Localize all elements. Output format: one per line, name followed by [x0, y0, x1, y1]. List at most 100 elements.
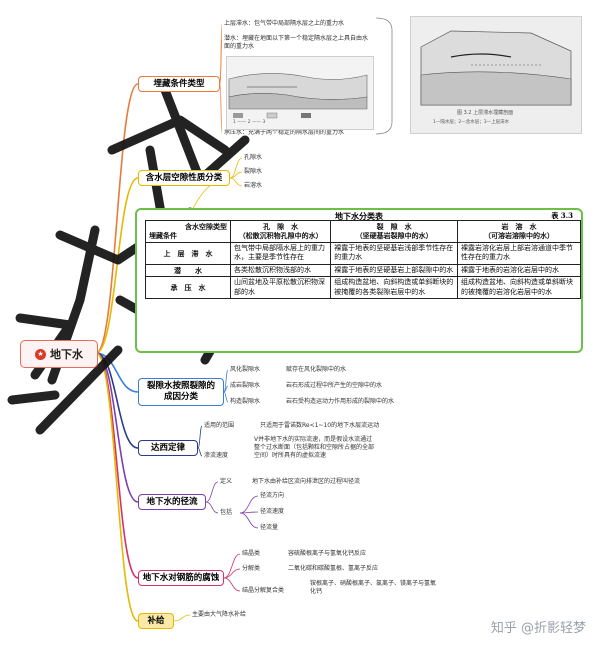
leaf-connector [239, 512, 259, 529]
zhihu-watermark: 知乎 @折影轻梦 [490, 621, 586, 636]
table-cell: 裸露岩溶化岩层上部岩溶通道中季节性存在的重力水 [457, 241, 581, 265]
table-number: 表 3.3 [551, 211, 573, 220]
leaf-connector [223, 553, 241, 579]
table-corner-header: 含水空隙类型 埋藏条件 [145, 220, 231, 243]
branch-connector [95, 177, 139, 354]
table-cell: 裸露于地表的坚硬基岩浅部季节性存在的重力水 [330, 241, 459, 265]
karst-water-item: 岩溶水 [244, 182, 263, 189]
burial-figure-legend: 1 —— 2 —— 3 [233, 120, 266, 125]
burial-section-figure: 1 —— 2 —— 3 [226, 56, 374, 130]
column-header: 岩 溶 水 （可溶岩溶隙中的水） [457, 220, 581, 243]
tectonic-fissure-desc: 岩石受构造运动力作用形成的裂隙中的水 [286, 398, 395, 405]
composite-type-name: 结晶分解复合类 [242, 587, 285, 594]
diagenetic-fissure-desc: 岩石形成过程中所产生的空隙中的水 [286, 382, 383, 389]
leaf-connector [205, 481, 219, 503]
branch-darcy-law[interactable]: 达西定律 [138, 440, 198, 456]
table-title: 地下水分类表 [335, 211, 383, 221]
corner-top: 含水空隙类型 [185, 222, 227, 231]
runoff-includes-name: 包括 [220, 509, 233, 516]
column-header: 孔 隙 水 （松散沉积物孔隙中的水） [229, 220, 332, 243]
leaf-connector [219, 39, 223, 85]
figure-bracket [375, 17, 393, 135]
branch-label: 裂隙水按照裂隙的成因分类 [146, 381, 215, 402]
table-cell: 山间盆地及平原松散沉积物深部的水 [229, 276, 332, 300]
groundwater-classification-table: 含水空隙类型 埋藏条件 孔 隙 水 （松散沉积物孔隙中的水） 裂 隙 水 （坚硬… [145, 220, 581, 300]
burial-confined-water: 承压水：充满于两个稳定的隔水层间的重力水 [224, 129, 345, 136]
leaf-connector [223, 568, 241, 579]
branch-label: 补给 [147, 615, 165, 626]
pore-water-item: 孔隙水 [244, 154, 263, 161]
darcy-scope-desc: 只适用于雷诺数Re<1~10的地下水层流运动 [260, 422, 380, 429]
darcy-scope-name: 适用的范围 [204, 422, 235, 429]
leaf-connector [197, 447, 203, 457]
cross-section-figure [228, 73, 368, 119]
leaf-connector [205, 501, 219, 514]
root-label: 地下水 [50, 348, 83, 361]
perched-water-section [420, 30, 572, 106]
leaf-connector [239, 495, 259, 514]
branch-connector [95, 352, 139, 449]
leaf-connector [219, 83, 223, 134]
branch-corrosion[interactable]: 地下水对钢筋的腐蚀 [138, 570, 224, 586]
row-header: 上 层 滞 水 [145, 241, 231, 265]
weathering-fissure-desc: 赋存在风化裂隙中的水 [286, 366, 347, 373]
runoff-speed-item: 径流速度 [260, 508, 285, 515]
perched-figure-caption: 图 3.2 上层滞水埋藏剖面 [457, 110, 514, 116]
corner-bottom: 埋藏条件 [149, 231, 177, 241]
star-badge-icon: ★ [35, 348, 46, 360]
runoff-definition-name: 定义 [220, 478, 233, 485]
runoff-definition-desc: 地下水由补给区流向排泄区的过程叫径流 [252, 478, 361, 485]
darcy-velocity-desc: V并非地下水的实际流速，而是假设水流通过整个过水断面（包括颗粒和空隙所占据的全部… [254, 436, 375, 459]
branch-label: 含水层空隙性质分类 [145, 172, 223, 183]
groundwater-classification-panel: 地下水分类表 表 3.3 含水空隙类型 埋藏条件 孔 隙 水 （松散沉积物孔隙中… [135, 208, 583, 353]
branch-fissure-genesis[interactable]: 裂隙水按照裂隙的成因分类 [138, 378, 224, 406]
row-header: 潜 水 [145, 263, 231, 278]
branch-connector [95, 352, 139, 579]
branch-pore-type[interactable]: 含水层空隙性质分类 [138, 170, 230, 186]
table-cell: 裸露于地表的坚硬基岩上部裂隙中的水 [330, 263, 459, 278]
recharge-desc: 主要由大气降水补给 [192, 611, 247, 618]
branch-label: 地下水对钢筋的腐蚀 [142, 572, 220, 583]
row-header: 承 压 水 [145, 276, 231, 300]
branch-connector [95, 352, 139, 622]
root-node[interactable]: ★ 地下水 [20, 340, 98, 368]
table-cell: 包气带中局部隔水层上的重力水，主要是季节性存在 [229, 241, 332, 265]
fissure-water-item: 裂隙水 [244, 168, 263, 175]
crystal-type-desc: 容硫酸根离子与氢氧化钙反应 [288, 550, 367, 557]
burial-perched-water: 上层滞水：包气带中局部隔水层之上的重力水 [224, 20, 345, 27]
table-cell: 各类松散沉积物浅部的水 [229, 263, 332, 278]
branch-connector [95, 83, 139, 354]
branch-recharge[interactable]: 补给 [138, 613, 174, 629]
weathering-fissure-name: 风化裂隙水 [230, 366, 261, 373]
table-cell: 裸露于地表的岩溶化岩层中的水 [457, 263, 581, 278]
leaf-connector [173, 614, 191, 622]
table-row: 承 压 水 山间盆地及平原松散沉积物深部的水 组成构造盆地、向斜构造或单斜断块的… [145, 276, 581, 300]
table-row: 潜 水 各类松散沉积物浅部的水 裸露于地表的坚硬基岩上部裂隙中的水 裸露于地表的… [145, 263, 581, 278]
leaf-connector [223, 577, 241, 592]
burial-phreatic-water: 潜水：埋藏在地面以下第一个稳定隔水层之上具自由水面的重力水 [224, 35, 369, 50]
tectonic-fissure-name: 构造裂隙水 [230, 398, 261, 405]
branch-label: 埋藏条件类型 [153, 78, 205, 89]
runoff-volume-item: 径流量 [260, 524, 279, 531]
composite-type-desc: 铵根离子、硝酸根离子、氯离子、镁离子与氢氧化钙 [310, 580, 437, 595]
table-header-row: 含水空隙类型 埋藏条件 孔 隙 水 （松散沉积物孔隙中的水） 裂 隙 水 （坚硬… [145, 220, 581, 243]
branch-label: 地下水的径流 [146, 496, 198, 507]
table-cell: 组成构造盆地、向斜构造或单斜断块的被掩覆的各类裂隙岩层中的水 [330, 276, 459, 300]
branch-burial-type[interactable]: 埋藏条件类型 [138, 76, 220, 92]
branch-label: 达西定律 [150, 442, 185, 453]
table-row: 上 层 滞 水 包气带中局部隔水层上的重力水，主要是季节性存在 裸露于地表的坚硬… [145, 241, 581, 265]
perched-water-figure: 图 3.2 上层滞水埋藏剖面 1—隔水层；2—含水层；3—上层滞水 [410, 16, 582, 134]
decomposition-type-desc: 二氧化碳和碳酸氢根、氢离子反应 [288, 565, 379, 572]
decomposition-type-name: 分解类 [242, 565, 261, 572]
leaf-connector [197, 425, 203, 449]
diagenetic-fissure-name: 成岩裂隙水 [230, 382, 261, 389]
crystal-type-name: 结晶类 [242, 550, 261, 557]
runoff-direction-item: 径流方向 [260, 492, 285, 499]
column-header: 裂 隙 水 （坚硬基岩裂隙中的水） [330, 220, 459, 243]
leaf-connector [229, 177, 243, 187]
table-cell: 组成构造盆地、向斜构造或单斜断块的被掩覆的岩溶化岩层中的水 [457, 276, 581, 300]
darcy-velocity-name: 渗流速度 [204, 452, 229, 459]
branch-runoff[interactable]: 地下水的径流 [138, 494, 206, 510]
perched-figure-legend: 1—隔水层；2—含水层；3—上层滞水 [433, 120, 510, 125]
